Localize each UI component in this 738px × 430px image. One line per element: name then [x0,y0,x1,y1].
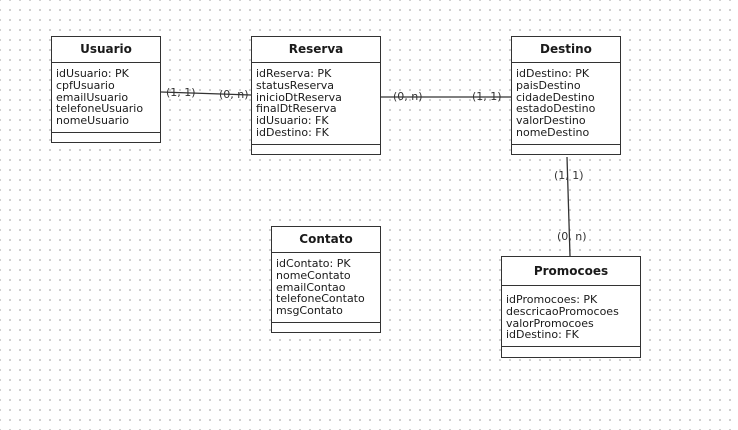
entity-usuario[interactable]: Usuario idUsuario: PK cpfUsuario emailUs… [51,36,161,143]
entity-footer [52,131,160,142]
entity-promocoes[interactable]: Promocoes idPromocoes: PK descricaoPromo… [501,256,641,359]
entity-reserva[interactable]: Reserva idReserva: PK statusReserva inic… [251,36,381,155]
card-usuario-1-1: (1, 1) [166,86,196,99]
attribute: idDestino: FK [506,328,579,342]
attribute-list: idContato: PK nomeContato emailContao te… [272,253,380,322]
entity-destino[interactable]: Destino idDestino: PK paisDestino cidade… [511,36,621,155]
attribute: telefoneUsuario [56,102,144,116]
attribute: idDestino: FK [256,125,329,139]
attribute: emailUsuario [56,90,129,104]
attribute: paisDestino [516,78,581,92]
attribute: idUsuario: FK [256,114,329,128]
card-reserva-destino-0-n: (0, n) [393,90,423,103]
attribute: statusReserva [256,78,334,92]
attribute: nomeDestino [516,125,590,139]
attribute: msgContato [276,304,343,318]
attribute: nomeContato [276,268,351,282]
attribute-list: idDestino: PK paisDestino cidadeDestino … [512,63,620,144]
attribute: idUsuario: PK [56,67,129,80]
entity-title: Usuario [52,37,160,63]
attribute: descricaoPromocoes [506,304,619,318]
attribute: finalDtReserva [256,102,337,116]
rel-line-destino-promocoes [566,156,571,257]
attribute: nomeUsuario [56,114,129,128]
attribute: emailContao [276,280,346,294]
attribute: idContato: PK [276,257,351,270]
attribute: telefoneContato [276,292,365,306]
entity-contato[interactable]: Contato idContato: PK nomeContato emailC… [271,226,381,333]
attribute-list: idPromocoes: PK descricaoPromocoes valor… [502,286,640,346]
entity-title: Contato [272,227,380,253]
attribute: estadoDestino [516,102,596,116]
attribute: valorDestino [516,114,586,128]
attribute-list: idUsuario: PK cpfUsuario emailUsuario te… [52,63,160,132]
entity-title: Reserva [252,37,380,63]
entity-footer [252,143,380,154]
attribute: valorPromocoes [506,316,594,330]
entity-footer [512,143,620,154]
attribute: cpfUsuario [56,78,115,92]
attribute: idPromocoes: PK [506,293,598,306]
entity-title: Promocoes [502,257,640,286]
attribute: cidadeDestino [516,90,595,104]
entity-title: Destino [512,37,620,63]
entity-footer [502,346,640,357]
card-promocoes-0-n: (0, n) [557,230,587,243]
entity-footer [272,321,380,332]
card-reserva-0-n: (0, n) [219,88,249,101]
rel-line-usuario-reserva [160,91,252,96]
attribute: inicioDtReserva [256,90,342,104]
attribute-list: idReserva: PK statusReserva inicioDtRese… [252,63,380,144]
attribute: idDestino: PK [516,67,590,80]
card-destino-1-1: (1, 1) [472,90,502,103]
card-destino-promocoes-1-1: (1, 1) [554,169,584,182]
attribute: idReserva: PK [256,67,332,80]
